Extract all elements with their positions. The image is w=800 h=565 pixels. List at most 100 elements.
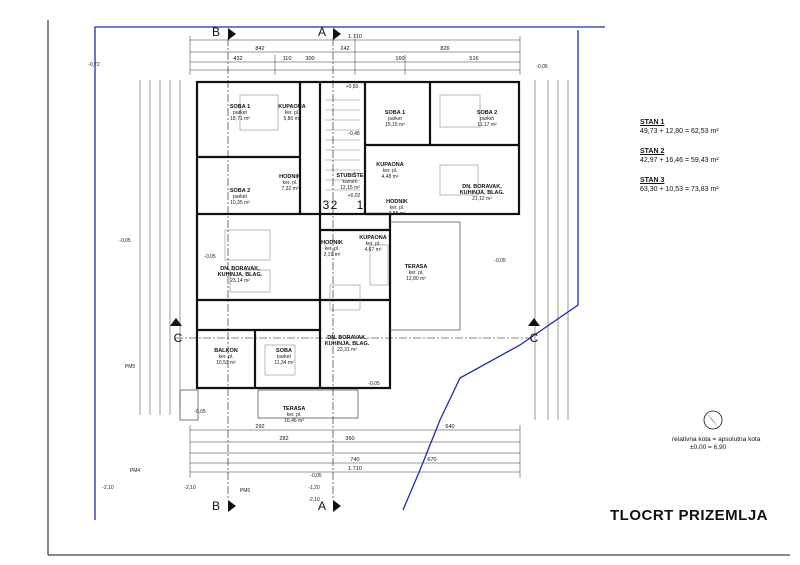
axis-c-left-label: C [174,331,183,345]
stair-mark-1: 1 [357,198,364,212]
room-soba2-right-name: SOBA 2 [477,110,497,116]
svg-text:18,71 m²: 18,71 m² [230,116,250,122]
svg-text:670: 670 [427,457,436,463]
walls [195,80,521,390]
stan-1-area: STAN 1 49,73 + 12,80 = 62,53 m² [640,119,719,135]
axis-a-top-label: A [318,25,326,39]
svg-text:23,14 m²: 23,14 m² [230,278,250,284]
svg-text:kamen: kamen [342,179,357,185]
svg-text:160: 160 [395,56,404,62]
pm-marks: PM5 PM4 PM6 [125,364,251,494]
room-soba1-left-name: SOBA 1 [230,104,250,110]
terraces [179,221,461,421]
svg-text:3,88 m²: 3,88 m² [389,211,406,217]
drawing-title: TLOCRT PRIZEMLJA [610,507,768,524]
level-marks: -0,72 -0,05 -0,05 -0,05 -0,05 +0,50 -0,4… [88,62,548,503]
axis-b-bottom-label: B [212,499,220,513]
room-hodnik-left-name: HODNIK [279,174,301,180]
svg-text:360: 360 [345,436,354,442]
svg-text:4,67 m²: 4,67 m² [365,247,382,253]
svg-text:5,80 m²: 5,80 m² [284,116,301,122]
svg-text:ker. pl.: ker. pl. [283,180,298,186]
svg-text:PM5: PM5 [125,364,136,370]
svg-text:10,53 m²: 10,53 m² [216,360,236,366]
svg-text:842: 842 [255,46,264,52]
svg-text:ker. pl.: ker. pl. [409,270,424,276]
room-hodnik-mid-name: HODNIK [386,199,408,205]
north-arrow-icon [703,410,723,430]
svg-text:2,19 m²: 2,19 m² [324,252,341,258]
svg-text:ker. pl.: ker. pl. [390,205,405,211]
svg-text:4,48 m²: 4,48 m² [382,174,399,180]
room-kupaona-top-name: KUPAONA [278,104,305,110]
room-dnevni-right-name: DN. BORAVAK, [462,184,502,190]
svg-text:-1,20: -1,20 [308,485,320,491]
svg-text:826: 826 [440,46,449,52]
svg-text:23,31 m²: 23,31 m² [337,347,357,353]
svg-text:10,35 m²: 10,35 m² [230,200,250,206]
svg-text:KUHINJA, BLAG.: KUHINJA, BLAG. [460,190,505,196]
stair-mark-2: 2 [331,198,338,212]
room-kupaona-mid-name: KUPAONA [376,162,403,168]
svg-text:parket: parket [480,116,495,122]
elevation-note: relativna kota = apsolutna kota ±0,00 = … [672,436,761,451]
svg-text:KUHINJA, BLAG.: KUHINJA, BLAG. [218,272,263,278]
svg-text:-0,05: -0,05 [310,473,322,479]
svg-text:432: 432 [233,56,242,62]
svg-text:-0,05: -0,05 [494,258,506,264]
svg-text:+0,50: +0,50 [346,84,359,90]
svg-text:-0,72: -0,72 [88,62,100,68]
furniture [224,94,481,376]
svg-text:ker. pl.: ker. pl. [219,354,234,360]
svg-text:110: 110 [283,56,292,62]
svg-text:-0,05: -0,05 [536,64,548,70]
svg-text:292: 292 [255,424,264,430]
svg-text:11,34 m²: 11,34 m² [274,360,294,366]
svg-text:1.710: 1.710 [348,34,362,40]
svg-text:ker. pl.: ker. pl. [366,241,381,247]
room-dnevni-low-name: DN. BORAVAK, [327,335,367,341]
svg-text:12,80 m²: 12,80 m² [406,276,426,282]
room-kupaona-low-name: KUPAONA [359,235,386,241]
dimensions-right [534,80,569,420]
svg-text:-2,10: -2,10 [184,485,196,491]
svg-text:1.710: 1.710 [348,466,362,472]
room-soba2-left-name: SOBA 2 [230,188,250,194]
svg-text:+0,02: +0,02 [348,193,361,199]
svg-text:15,15 m²: 15,15 m² [385,122,405,128]
svg-text:-2,10: -2,10 [102,485,114,491]
axis-c-right-label: C [530,331,539,345]
svg-text:12,15 m²: 12,15 m² [340,185,360,191]
svg-text:740: 740 [350,457,359,463]
stair-mark-3: 3 [323,198,330,212]
svg-text:640: 640 [445,424,454,430]
room-balkon-name: BALKON [214,348,238,354]
svg-text:16,46 m²: 16,46 m² [284,418,304,424]
svg-text:-0,48: -0,48 [348,131,360,137]
svg-text:300: 300 [305,56,314,62]
svg-text:-0,05: -0,05 [194,409,206,415]
axis-b-top-label: B [212,25,220,39]
dimension-texts-top: 1.710 842 826 432 110 300 242 160 516 [233,34,478,62]
svg-text:ker. pl.: ker. pl. [287,412,302,418]
svg-text:parket: parket [233,110,248,116]
svg-text:parket: parket [388,116,403,122]
svg-text:-0,05: -0,05 [368,381,380,387]
svg-text:11,17 m²: 11,17 m² [477,122,497,128]
room-dnevni-left-name: DN. BORAVAK, [220,266,260,272]
dimensions-top [189,36,521,75]
svg-text:PM6: PM6 [240,488,251,494]
room-soba1-mid-name: SOBA 1 [385,110,405,116]
svg-text:parket: parket [233,194,248,200]
dimension-texts-bottom: 1.710 640 740 670 292 282 360 [255,424,454,472]
axis-markers: B A B A C C [170,25,540,513]
room-stubiste-name: STUBIŠTE [336,171,364,179]
axis-a-bottom-label: A [318,499,326,513]
svg-text:PM4: PM4 [130,468,141,474]
svg-text:ker. pl.: ker. pl. [325,246,340,252]
axis-lines [175,38,530,500]
room-terasa-right-name: TERASA [405,264,428,270]
dimensions-left [139,80,181,415]
svg-text:-0,05: -0,05 [119,238,131,244]
